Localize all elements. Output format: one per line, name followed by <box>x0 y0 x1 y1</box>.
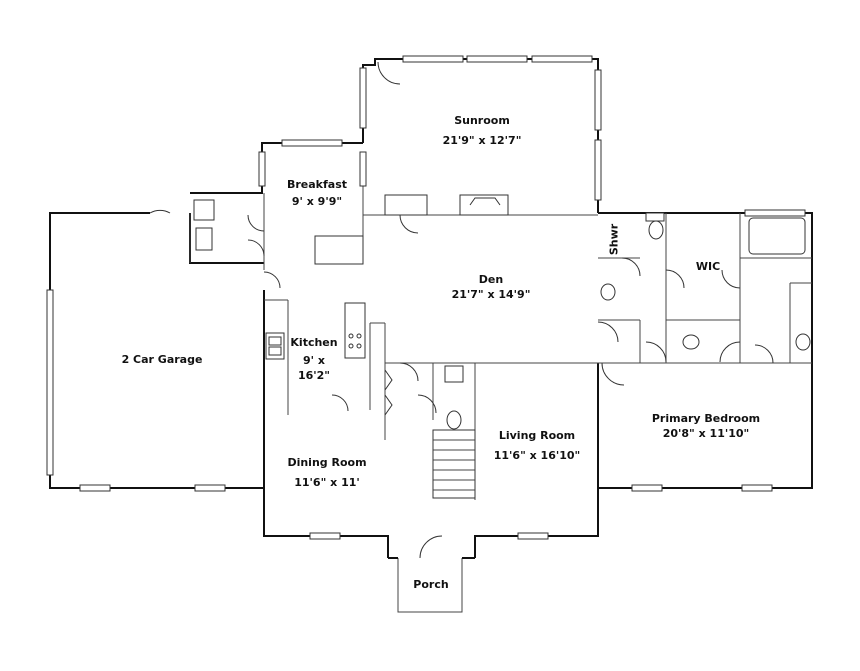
room-name: Primary Bedroom <box>651 412 761 425</box>
room-label-wic: WIC <box>696 259 720 274</box>
room-dimensions: 11'6" x 11' <box>294 476 360 489</box>
room-dimensions-line-1: 9' x <box>303 354 325 367</box>
room-name: Sunroom <box>454 114 510 127</box>
room-name: Dining Room <box>287 456 367 469</box>
room-name: WIC <box>695 260 721 273</box>
room-label-primary-bedroom: Primary Bedroom 20'8" x 11'10" <box>652 411 760 441</box>
room-label-living-room: Living Room 11'6" x 16'10" <box>494 428 581 463</box>
room-label-breakfast: Breakfast 9' x 9'9" <box>287 177 347 209</box>
room-dimensions: 9' x 9'9" <box>291 195 343 208</box>
room-label-shwr: Shwr <box>607 224 622 255</box>
room-label-dining-room: Dining Room 11'6" x 11' <box>287 455 366 490</box>
room-name: Shwr <box>607 223 621 256</box>
room-dimensions: 21'9" x 12'7" <box>442 134 522 147</box>
room-label-kitchen: Kitchen 9' x 16'2" <box>290 335 337 383</box>
room-name: 2 Car Garage <box>121 353 203 366</box>
interior-walls <box>189 160 812 500</box>
room-name: Kitchen <box>290 336 338 349</box>
windows <box>46 55 806 540</box>
room-label-garage: 2 Car Garage <box>122 352 203 367</box>
room-dimensions-line-2: 16'2" <box>297 369 331 382</box>
room-name: Den <box>478 273 504 286</box>
room-dimensions: 21'7" x 14'9" <box>451 288 531 301</box>
room-dimensions: 20'8" x 11'10" <box>662 427 750 440</box>
room-label-porch: Porch <box>413 577 448 592</box>
room-label-sunroom: Sunroom 21'9" x 12'7" <box>443 113 522 148</box>
room-label-den: Den 21'7" x 14'9" <box>452 272 531 302</box>
room-name: Living Room <box>498 429 576 442</box>
fixtures <box>193 194 811 499</box>
exterior-walls <box>49 58 813 613</box>
room-name: Porch <box>413 578 449 591</box>
doors <box>149 61 774 559</box>
room-name: Breakfast <box>286 178 348 191</box>
stairs <box>432 429 476 499</box>
room-dimensions: 11'6" x 16'10" <box>493 449 581 462</box>
